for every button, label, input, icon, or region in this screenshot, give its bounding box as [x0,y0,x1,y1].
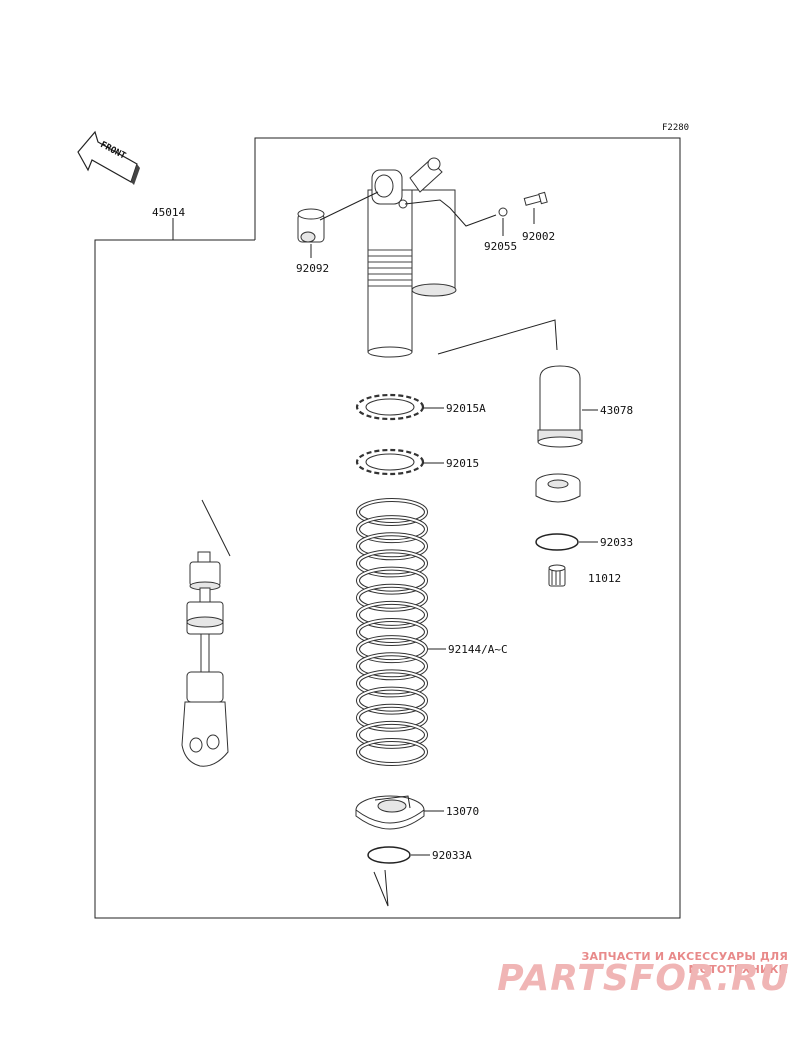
spring-coil-highlight [357,499,427,525]
label-92015A: 92015A [446,402,486,415]
label-92033: 92033 [600,536,633,549]
figure-code: F2280 [662,123,689,133]
spring-92144 [356,498,428,766]
bladder-43078 [537,365,583,448]
assembly-number-label: 45014 [152,206,185,219]
spring-coil-highlight [357,584,427,611]
spring-coil-highlight [357,704,427,731]
bushing-92092 [297,208,325,243]
spring-coil-highlight [357,687,427,714]
circlip-92033 [535,533,579,551]
spring-coil-highlight [357,721,427,748]
spring-coil-highlight [357,533,427,560]
reservoir-cap-illustration [535,473,581,503]
label-92144: 92144/A~C [448,643,508,656]
shock-body-illustration [367,157,457,358]
label-11012: 11012 [588,572,621,585]
spring-coil-highlight [357,653,427,680]
assembly-boundary [94,137,681,919]
label-92092: 92092 [296,262,329,275]
ring-nut-92015A [355,393,425,421]
damper-rod-illustration [181,499,231,767]
leader-92092-to-eye [319,191,379,221]
spring-coil-highlight [357,670,427,697]
watermark-brand-logo: PARTSFOR.RU [497,958,790,999]
ring-nut-92015 [355,448,425,476]
leader-92055-path [404,199,497,227]
label-13070: 13070 [446,805,479,818]
label-43078: 43078 [600,404,633,417]
spring-seat-13070 [355,795,425,830]
label-92033A: 92033A [432,849,472,862]
bolt-92002 [523,191,548,206]
spring-coil-highlight [357,601,427,628]
watermark-tagline: ЗАПЧАСТИ И АКСЕССУАРЫ ДЛЯ МОТОТЕХНИКИ [581,950,788,976]
spring-coil-highlight [357,516,427,543]
valve-cap-11012 [548,564,566,587]
spring-coil-highlight [357,739,427,765]
spring-coil-highlight [357,567,427,594]
spring-coil-highlight [357,636,427,663]
circlip-92033A [367,846,411,864]
bottom-guide-line [373,869,389,907]
label-92055: 92055 [484,240,517,253]
exploded-guide-line [437,319,558,355]
spring-coil-highlight [357,550,427,577]
label-92002: 92002 [522,230,555,243]
label-92015: 92015 [446,457,479,470]
o-ring-92055 [498,207,508,217]
front-arrow-icon: FRONT [77,130,140,185]
spring-coil-highlight [357,619,427,645]
